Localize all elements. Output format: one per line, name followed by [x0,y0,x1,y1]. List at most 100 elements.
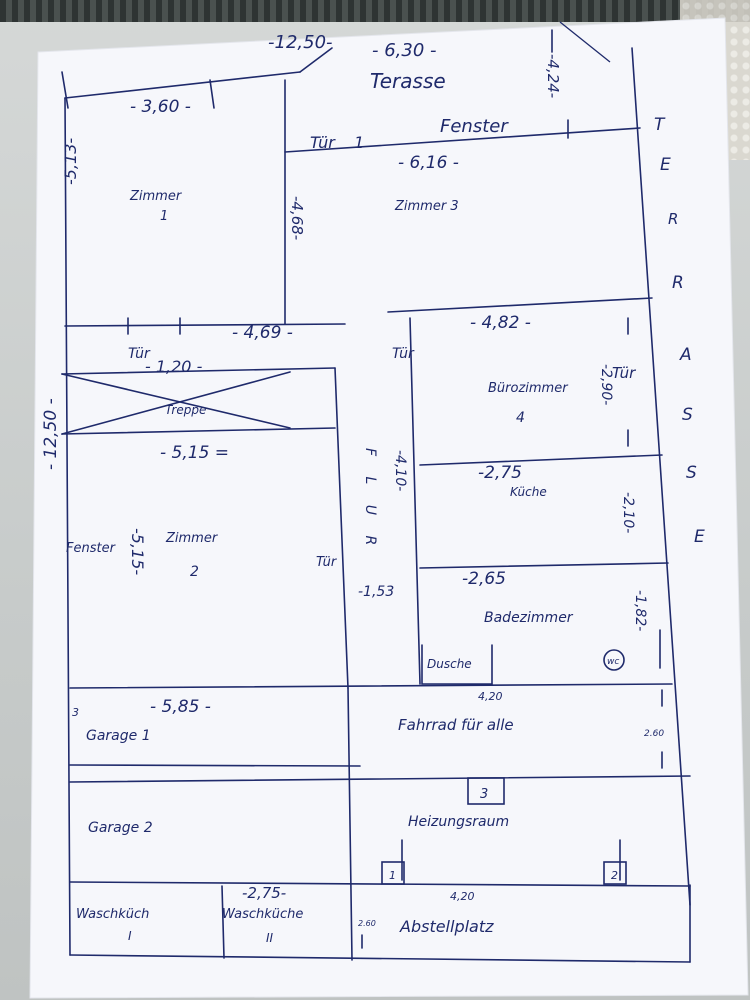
dim-room3-width: - 6,16 - [398,153,459,173]
stairs-cross-2 [61,371,291,435]
dim-terrace-depth: -4,24- [544,54,562,98]
wall-bath-top [419,562,669,569]
label-door-room4: Tür [612,364,636,382]
dim-bath-width: -2,65 [462,569,506,589]
label-corridor: F L U R [362,448,378,553]
label-wc: wc [607,657,619,667]
dim-laundry-width: -2,75- [242,884,286,902]
box-right [603,861,627,885]
wall-left [64,97,71,956]
tick [209,79,215,109]
dim-storage-height: 2.60 [358,919,376,928]
radiator-background [0,0,750,22]
label-kitchen: Küche [510,485,547,499]
plan-labels: -12,50- - 6,30 - -4,24- Terasse Fenster … [41,32,705,945]
label-window-top: Fenster [440,116,509,137]
dim-bike-width: 4,20 [478,690,503,703]
dim-bath-height: -1,82- [632,590,648,631]
label-laundry1-num: I [128,929,132,943]
wall-diagonal [299,47,333,73]
dim-room3-height: -4,68- [288,196,306,240]
label-box-right: 2 [611,869,618,882]
label-door-room2: Tür [316,555,338,570]
terrace-letter: S [682,405,693,425]
label-laundry2-num: II [266,931,274,945]
label-door-hall: Tür [128,346,151,362]
dim-room4-width: - 4,82 - [470,313,531,333]
terrace-letter: T [654,115,666,135]
label-room1-num: 1 [160,209,168,224]
label-terrace-top: Terasse [370,69,446,93]
label-laundry1: Waschküch [76,907,149,922]
label-garage2: Garage 2 [88,820,153,836]
wall-corridor-left [334,367,349,689]
wall-right [631,47,691,906]
wall-kitchen-top [419,454,663,466]
dim-top-total: -12,50- [268,32,333,53]
dim-storage-width: 4,20 [450,890,475,903]
stairs-cross-1 [61,373,291,429]
box-left [381,861,405,885]
wall-room1-bottom [64,323,346,327]
label-room1: Zimmer [129,189,183,204]
wall-center-vertical [347,687,353,961]
label-shower: Dusche [427,657,472,671]
label-heating: Heizungsraum [408,814,509,830]
label-heating-box: 3 [480,787,488,802]
label-garage1-num: 3 [72,706,79,719]
shower-box [421,644,493,685]
dim-hall-height: -4,10- [392,450,408,491]
label-stairs: Treppe [165,403,206,417]
dim-stair-width: - 1,20 - [145,357,203,376]
wall-stairs-top [61,367,336,375]
dim-left-total: - 12,50 - [41,398,61,470]
dim-garage1-width: - 5,85 - [150,697,211,717]
heating-box [467,777,505,805]
label-room4-num: 4 [516,410,525,426]
dim-kitchen-height: -2,10- [620,492,636,533]
dim-room4-height: -2,90- [598,364,614,405]
plan-walls [61,29,691,963]
label-garage1: Garage 1 [86,728,151,744]
label-box-left: 1 [389,869,396,882]
terrace-letter: E [660,155,671,175]
dim-kitchen-width: -2,75 [478,463,522,483]
label-room3: Zimmer 3 [394,199,459,214]
paper [29,17,749,999]
wall-corridor-right [409,317,421,685]
wall-garage2-top [69,775,691,783]
wall-garage1-inner [69,764,361,767]
terrace-letter: E [694,527,705,547]
label-room4: Bürozimmer [488,381,569,396]
dim-terrace-width: - 6,30 - [372,40,437,61]
wall-lower-band [69,881,691,887]
fold-mark [559,21,611,63]
label-room2-num: 2 [190,564,199,580]
label-storage: Abstellplatz [399,917,494,936]
wall-bottom [69,954,691,963]
wall-room3-top [284,127,641,153]
dim-hall-width: -1,53 [358,584,394,600]
wall-top-left [64,71,301,99]
wc-symbol [603,649,625,671]
label-door-room3-num: 1 [354,133,364,152]
label-laundry2: Waschküche [222,907,303,922]
label-bike-room: Fahrrad für alle [398,716,514,734]
label-bathroom: Badezimmer [484,610,574,626]
dim-room1-width: - 3,60 - [130,97,191,117]
label-door-room3: Tür [310,133,336,152]
label-door-stair: Tür [392,346,415,362]
dim-room2-width: - 5,15 = [160,443,229,463]
terrace-letter: R [668,210,678,228]
terrace-letter: A [679,345,692,365]
tick [61,71,69,109]
wall-room3-bottom [387,297,653,313]
dim-bike-height: 2.60 [644,729,664,739]
dim-room1-bottom: - 4,69 - [232,323,293,343]
dim-room1-height: -5,13- [61,138,80,185]
wall-laundry-divider [221,885,225,959]
label-window-room2: Fenster [66,541,117,556]
wall-stairs-bottom [61,427,336,435]
